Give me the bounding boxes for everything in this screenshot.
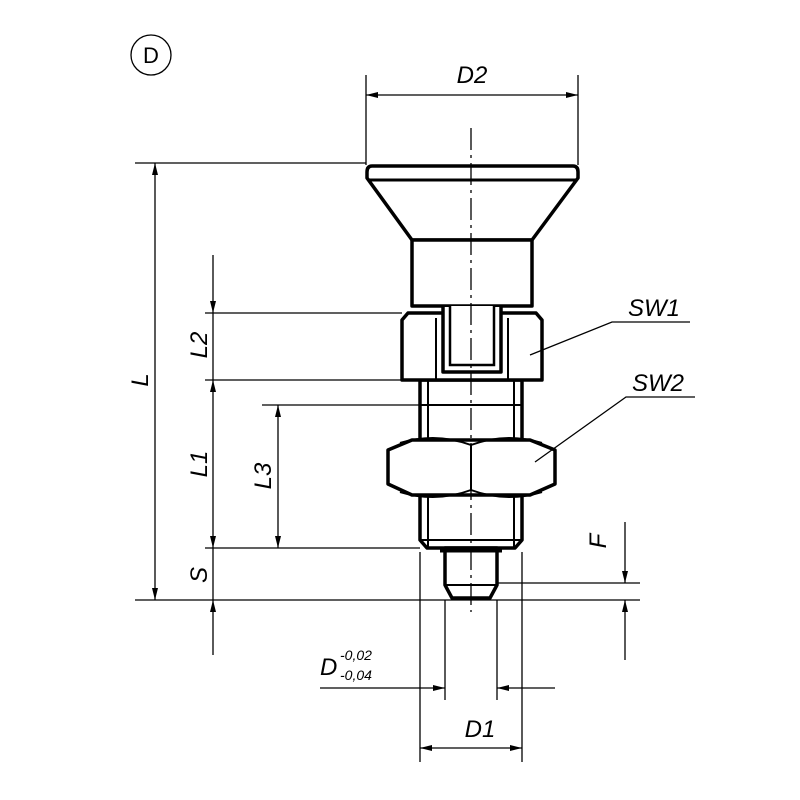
label-sw2: SW2 (632, 370, 684, 397)
label-s: S (186, 567, 213, 583)
label-d1: D1 (465, 716, 496, 743)
knob (365, 164, 580, 242)
label-l1: L1 (186, 451, 213, 478)
label-l: L (127, 373, 154, 386)
svg-text:D: D (143, 43, 159, 68)
label-d-upper-tol: -0,02 (340, 647, 372, 663)
knob-shaft (410, 238, 534, 308)
label-l3: L3 (250, 462, 277, 489)
sw1-leader (529, 321, 690, 356)
label-d-lower-tol: -0,04 (340, 667, 372, 683)
label-d2: D2 (457, 62, 488, 89)
label-d: D (320, 654, 337, 681)
plunger-part (365, 164, 580, 600)
label-f: F (585, 532, 612, 548)
view-marker: D (130, 34, 172, 76)
extension-lines (135, 75, 640, 762)
sw2-leader (534, 396, 695, 463)
dimension-lines (152, 92, 695, 751)
label-sw1: SW1 (628, 295, 680, 322)
label-l2: L2 (186, 332, 213, 359)
